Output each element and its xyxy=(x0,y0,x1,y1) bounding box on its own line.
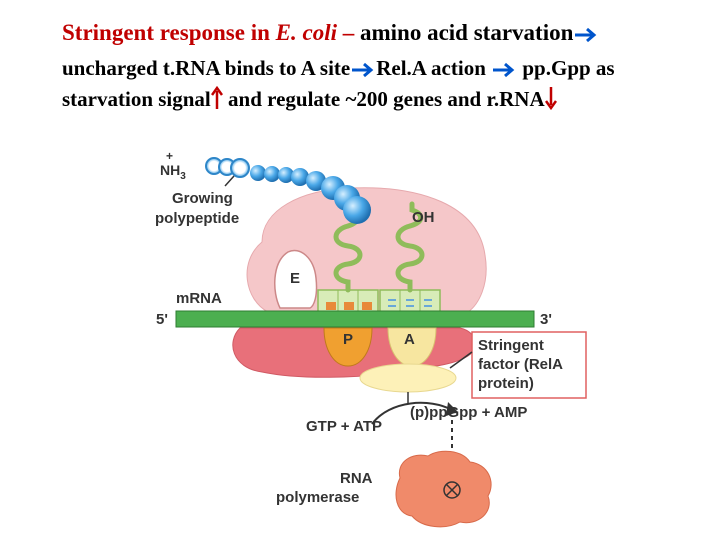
stringent-factor-box xyxy=(471,331,587,399)
slide-title: Stringent response in E. coli – amino ac… xyxy=(62,20,599,46)
nh3-plus-label: + xyxy=(166,149,173,163)
stringent-factor-label-2: factor (RelA xyxy=(478,356,563,373)
three-prime-label: 3' xyxy=(540,311,552,328)
line3-part1: starvation signal xyxy=(62,87,211,111)
p-site-label: P xyxy=(343,331,353,348)
line2-part2: Rel.A action xyxy=(376,56,492,80)
five-prime-label: 5' xyxy=(156,311,168,328)
stringent-factor-label-1: Stringent xyxy=(478,337,544,354)
polypeptide-leader-line xyxy=(224,175,235,187)
nh3-label: NH3 xyxy=(160,162,186,182)
down-arrow-icon xyxy=(544,87,557,110)
codon-marks xyxy=(326,299,432,310)
line2-part1: uncharged t.RNA binds to A site xyxy=(62,56,351,80)
line3-part2: and regulate ~200 genes and r.RNA xyxy=(222,87,545,111)
title-part1: Stringent response in xyxy=(62,20,276,45)
subtitle-line3: starvation signal and regulate ~200 gene… xyxy=(62,86,557,112)
title-part4: amino acid starvation xyxy=(359,20,574,45)
e-site-pocket xyxy=(274,249,318,309)
a-site-label: A xyxy=(404,331,415,348)
right-arrow-icon xyxy=(575,27,597,43)
up-arrow-icon xyxy=(210,86,223,109)
polypeptide-label: polypeptide xyxy=(155,210,239,227)
right-arrow-icon xyxy=(493,62,515,78)
right-arrow-icon xyxy=(352,62,374,78)
mrna-strand xyxy=(175,310,535,328)
line2-part3: pp.Gpp as xyxy=(517,56,615,80)
rna-polymerase-label-1: RNA xyxy=(340,470,373,487)
rna-polymerase-label-2: polymerase xyxy=(276,489,359,506)
reaction-arrow-head xyxy=(446,402,458,416)
stringent-factor-label-3: protein) xyxy=(478,375,534,392)
oh-label: OH xyxy=(412,209,435,226)
growing-label: Growing xyxy=(172,190,233,207)
title-organism: E. coli xyxy=(275,20,337,45)
e-site-label: E xyxy=(290,270,300,287)
polypeptide-chain xyxy=(205,157,371,224)
mrna-label: mRNA xyxy=(176,290,222,307)
subtitle-line2: uncharged t.RNA binds to A site Rel.A act… xyxy=(62,56,615,81)
reaction-arrow xyxy=(371,401,453,425)
stringent-factor-leader xyxy=(449,351,473,369)
nh3-subscript: 3 xyxy=(180,171,186,182)
inhibition-x-icon xyxy=(443,481,461,499)
title-dash: – xyxy=(336,20,360,45)
ppgpp-amp-label: (p)ppGpp + AMP xyxy=(410,404,527,421)
gtp-atp-label: GTP + ATP xyxy=(306,418,382,435)
relA-oval xyxy=(359,363,457,393)
nh3-text: NH xyxy=(160,162,180,178)
trna-a-site xyxy=(395,201,425,293)
p-site-pocket xyxy=(323,327,373,367)
